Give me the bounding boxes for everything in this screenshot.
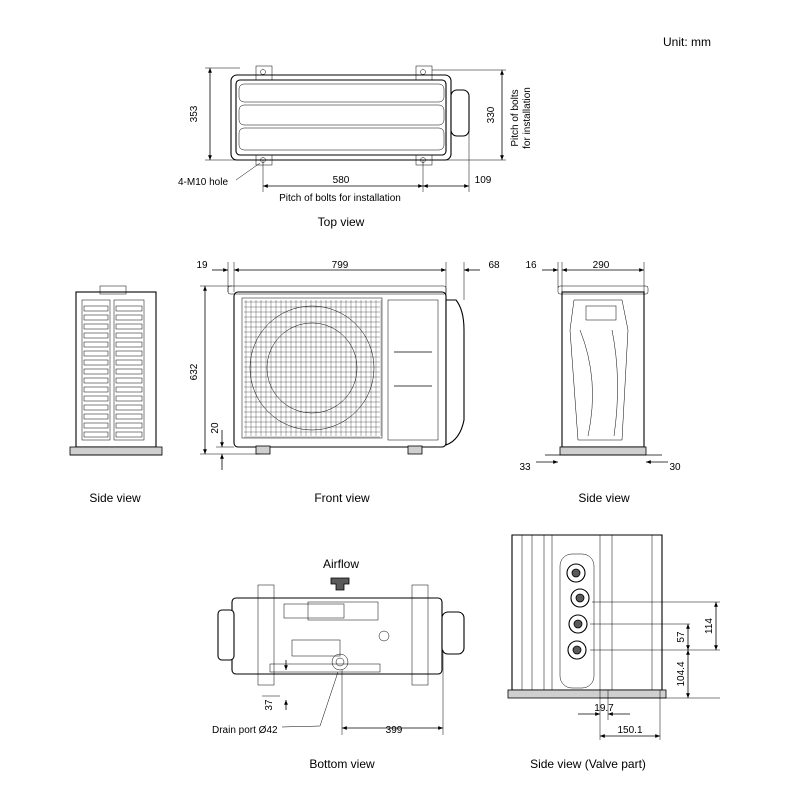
bottom-view-drawing xyxy=(217,577,465,735)
dim-57: 57 xyxy=(676,631,687,643)
dim-353: 353 xyxy=(189,105,200,122)
dim-632: 632 xyxy=(189,363,200,380)
pitch-horizontal: Pitch of bolts for installation xyxy=(279,193,401,204)
left-side-view-drawing xyxy=(69,285,163,456)
dim-114: 114 xyxy=(704,618,715,634)
dim-20: 20 xyxy=(210,422,221,434)
dim-19: 19 xyxy=(196,260,208,271)
bottom-view-caption: Bottom view xyxy=(309,757,375,771)
dim-30: 30 xyxy=(669,462,681,473)
dim-104-4: 104.4 xyxy=(676,661,687,686)
right-side-view-caption: Side view xyxy=(578,491,630,505)
front-view-caption: Front view xyxy=(314,491,370,505)
drain-label: Drain port Ø42 xyxy=(212,725,278,736)
dim-290: 290 xyxy=(593,260,610,271)
dim-109: 109 xyxy=(475,175,492,186)
top-view-drawing xyxy=(205,65,506,192)
pitch-vertical-line1: Pitch of bolts xyxy=(510,89,521,146)
pitch-vertical-line2: for installation xyxy=(522,87,533,149)
dim-150-1: 150.1 xyxy=(617,725,642,736)
dim-19-7: 19.7 xyxy=(594,703,614,714)
dim-16: 16 xyxy=(525,260,537,271)
right-side-view-drawing xyxy=(536,262,668,464)
dim-68: 68 xyxy=(488,260,500,271)
valve-view-drawing xyxy=(507,534,720,740)
valve-view-caption: Side view (Valve part) xyxy=(530,757,646,771)
left-side-view-caption: Side view xyxy=(89,491,141,505)
top-view-caption: Top view xyxy=(318,215,365,229)
airflow-label: Airflow xyxy=(323,557,359,571)
dim-37: 37 xyxy=(264,699,275,711)
dim-799: 799 xyxy=(332,260,349,271)
dim-580: 580 xyxy=(333,175,350,186)
hole-label: 4-M10 hole xyxy=(178,177,228,188)
dim-330: 330 xyxy=(486,106,497,123)
unit-label: Unit: mm xyxy=(663,35,711,49)
dim-33: 33 xyxy=(519,462,531,473)
front-view-drawing xyxy=(200,262,480,470)
dim-399: 399 xyxy=(386,725,403,736)
